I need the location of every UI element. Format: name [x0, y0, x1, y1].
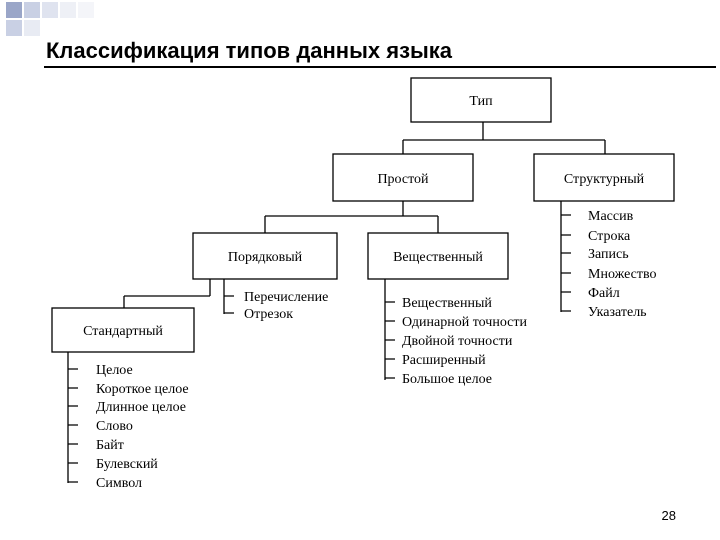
list-item: Слово	[96, 419, 133, 434]
node-structured: Структурный	[564, 172, 645, 187]
list-item: Указатель	[588, 305, 647, 320]
node-standard: Стандартный	[83, 324, 163, 339]
list-item: Массив	[588, 209, 634, 224]
page-number: 28	[661, 508, 676, 523]
node-box-structured	[533, 153, 675, 202]
list-item: Вещественный	[402, 296, 492, 311]
list-item: Большое целое	[402, 372, 492, 387]
node-box-root	[410, 77, 552, 123]
decorative-squares	[6, 2, 94, 36]
list-item: Длинное целое	[96, 400, 186, 415]
list-item: Короткое целое	[96, 382, 189, 397]
list-item: Строка	[588, 229, 631, 244]
node-real: Вещественный	[393, 250, 483, 265]
list-item: Символ	[96, 476, 142, 491]
list-item: Файл	[588, 286, 620, 301]
list-item: Одинарной точности	[402, 315, 528, 330]
node-ordinal: Порядковый	[228, 250, 303, 265]
list-item: Отрезок	[244, 307, 293, 322]
list-item: Запись	[588, 247, 629, 262]
node-box-standard	[51, 307, 195, 353]
list-item: Перечисление	[244, 290, 328, 305]
list-item: Целое	[96, 363, 133, 378]
connector-root	[402, 122, 606, 154]
list-item: Двойной точности	[402, 334, 513, 349]
connector-ordinal	[123, 279, 211, 308]
title-underline	[44, 66, 716, 68]
list-item: Булевский	[96, 457, 158, 472]
page-title: Классификация типов данных языка	[46, 38, 453, 63]
node-simple: Простой	[377, 172, 429, 187]
list-item: Расширенный	[402, 353, 486, 368]
list-item: Множество	[588, 267, 657, 282]
node-root: Тип	[469, 94, 493, 109]
connector-simple	[264, 201, 439, 233]
list-item: Байт	[96, 438, 124, 453]
